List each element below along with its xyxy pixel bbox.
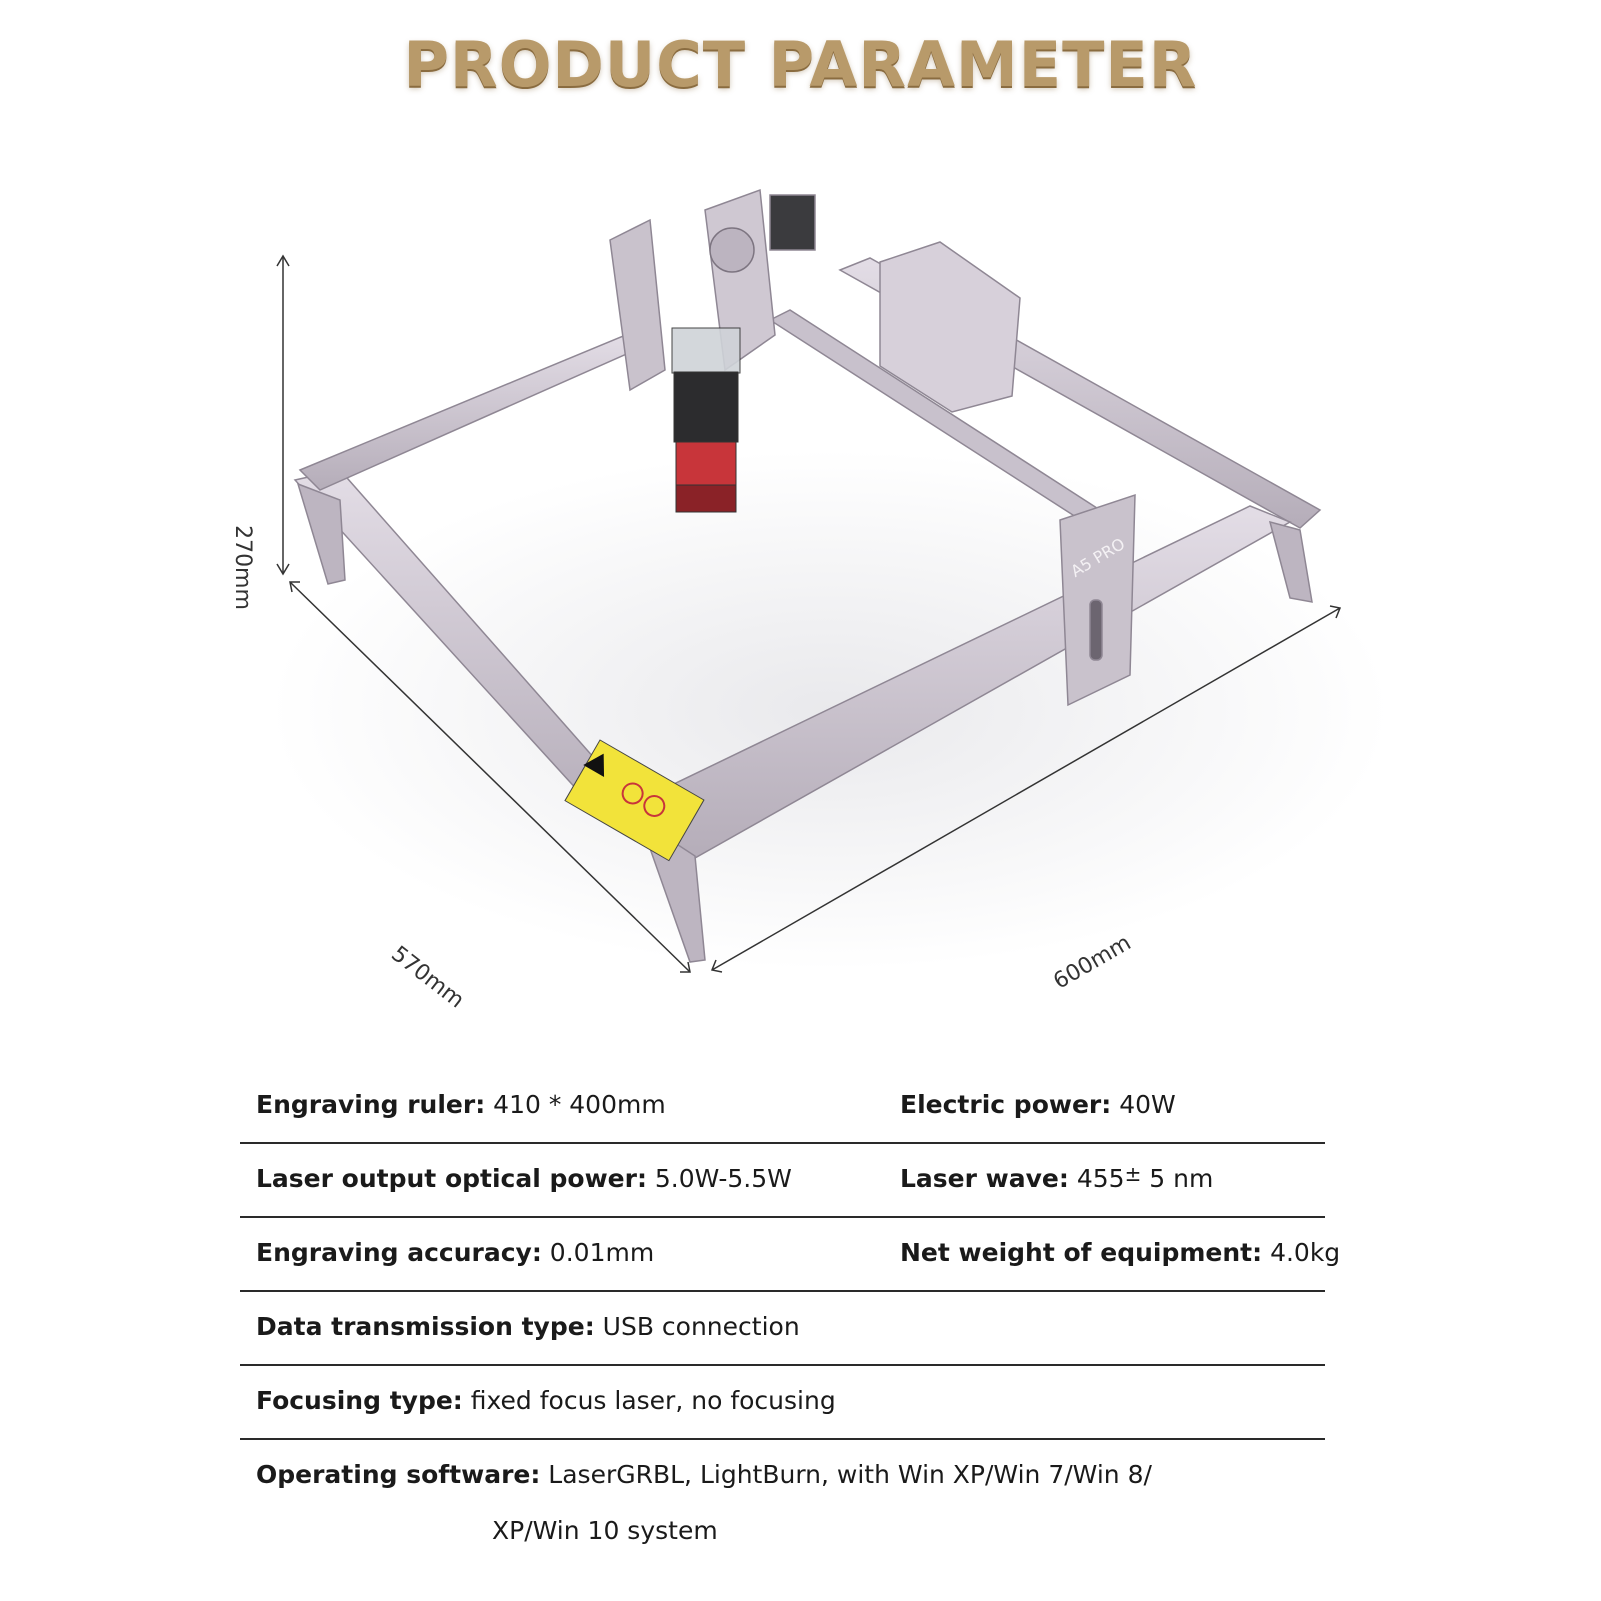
- spec-value: 4.0kg: [1262, 1238, 1341, 1267]
- spec-row: Engraving accuracy: 0.01mm Net weight of…: [240, 1218, 1340, 1292]
- spec-value-tolerance: 5 nm: [1141, 1164, 1214, 1193]
- spec-key: Electric power:: [900, 1090, 1112, 1119]
- spec-engraving-ruler: Engraving ruler: 410 * 400mm: [256, 1090, 666, 1119]
- spec-laser-output-power: Laser output optical power: 5.0W-5.5W: [256, 1164, 792, 1193]
- spec-row: Engraving ruler: 410 * 400mm Electric po…: [240, 1070, 1325, 1144]
- spec-value: 0.01mm: [541, 1238, 655, 1267]
- spec-row: Data transmission type: USB connection: [240, 1292, 1325, 1366]
- spec-value: LaserGRBL, LightBurn, with Win XP/Win 7/…: [540, 1460, 1152, 1489]
- spec-electric-power: Electric power: 40W: [900, 1090, 1176, 1119]
- spec-operating-software-continuation: XP/Win 10 system: [492, 1516, 718, 1545]
- spec-value: fixed focus laser, no focusing: [462, 1386, 836, 1415]
- spec-focusing-type: Focusing type: fixed focus laser, no foc…: [256, 1386, 836, 1415]
- spec-net-weight: Net weight of equipment: 4.0kg: [900, 1238, 1340, 1267]
- spec-laser-wave: Laser wave: 455± 5 nm: [900, 1162, 1214, 1193]
- spec-key: Laser output optical power:: [256, 1164, 647, 1193]
- spec-value: 5.0W-5.5W: [646, 1164, 792, 1193]
- spec-row: Laser output optical power: 5.0W-5.5W La…: [240, 1144, 1325, 1218]
- spec-key: Focusing type:: [256, 1386, 463, 1415]
- spec-value: 40W: [1111, 1090, 1176, 1119]
- spec-key: Engraving accuracy:: [256, 1238, 542, 1267]
- spec-engraving-accuracy: Engraving accuracy: 0.01mm: [256, 1238, 654, 1267]
- spec-row: Operating software: LaserGRBL, LightBurn…: [240, 1440, 1325, 1560]
- spec-key: Engraving ruler:: [256, 1090, 486, 1119]
- spec-operating-software: Operating software: LaserGRBL, LightBurn…: [256, 1460, 1152, 1489]
- plus-minus-symbol: ±: [1124, 1162, 1142, 1186]
- length-dimension-line: [289, 581, 691, 973]
- spec-key: Laser wave:: [900, 1164, 1069, 1193]
- spec-value: 455: [1068, 1164, 1125, 1193]
- laser-module: [671, 327, 741, 513]
- dimension-lines: [276, 254, 1342, 973]
- frame: [293, 188, 1322, 963]
- laser-engraver-drawing: [270, 188, 1390, 973]
- spec-data-transmission: Data transmission type: USB connection: [256, 1312, 800, 1341]
- spec-value: 410 * 400mm: [485, 1090, 666, 1119]
- spec-value: USB connection: [594, 1312, 800, 1341]
- height-dimension-label: 270mm: [229, 525, 255, 610]
- warning-label: [564, 739, 705, 862]
- spec-key: Data transmission type:: [256, 1312, 595, 1341]
- page-title: PRODUCT PARAMETER: [403, 28, 1198, 101]
- spec-key: Operating software:: [256, 1460, 541, 1489]
- spec-row: Focusing type: fixed focus laser, no foc…: [240, 1366, 1325, 1440]
- spec-table: Engraving ruler: 410 * 400mm Electric po…: [240, 1070, 1340, 1560]
- spec-key: Net weight of equipment:: [900, 1238, 1263, 1267]
- product-illustration: 270mm 570mm 600mm A5 PRO: [0, 150, 1601, 1050]
- width-dimension-line: [711, 607, 1341, 971]
